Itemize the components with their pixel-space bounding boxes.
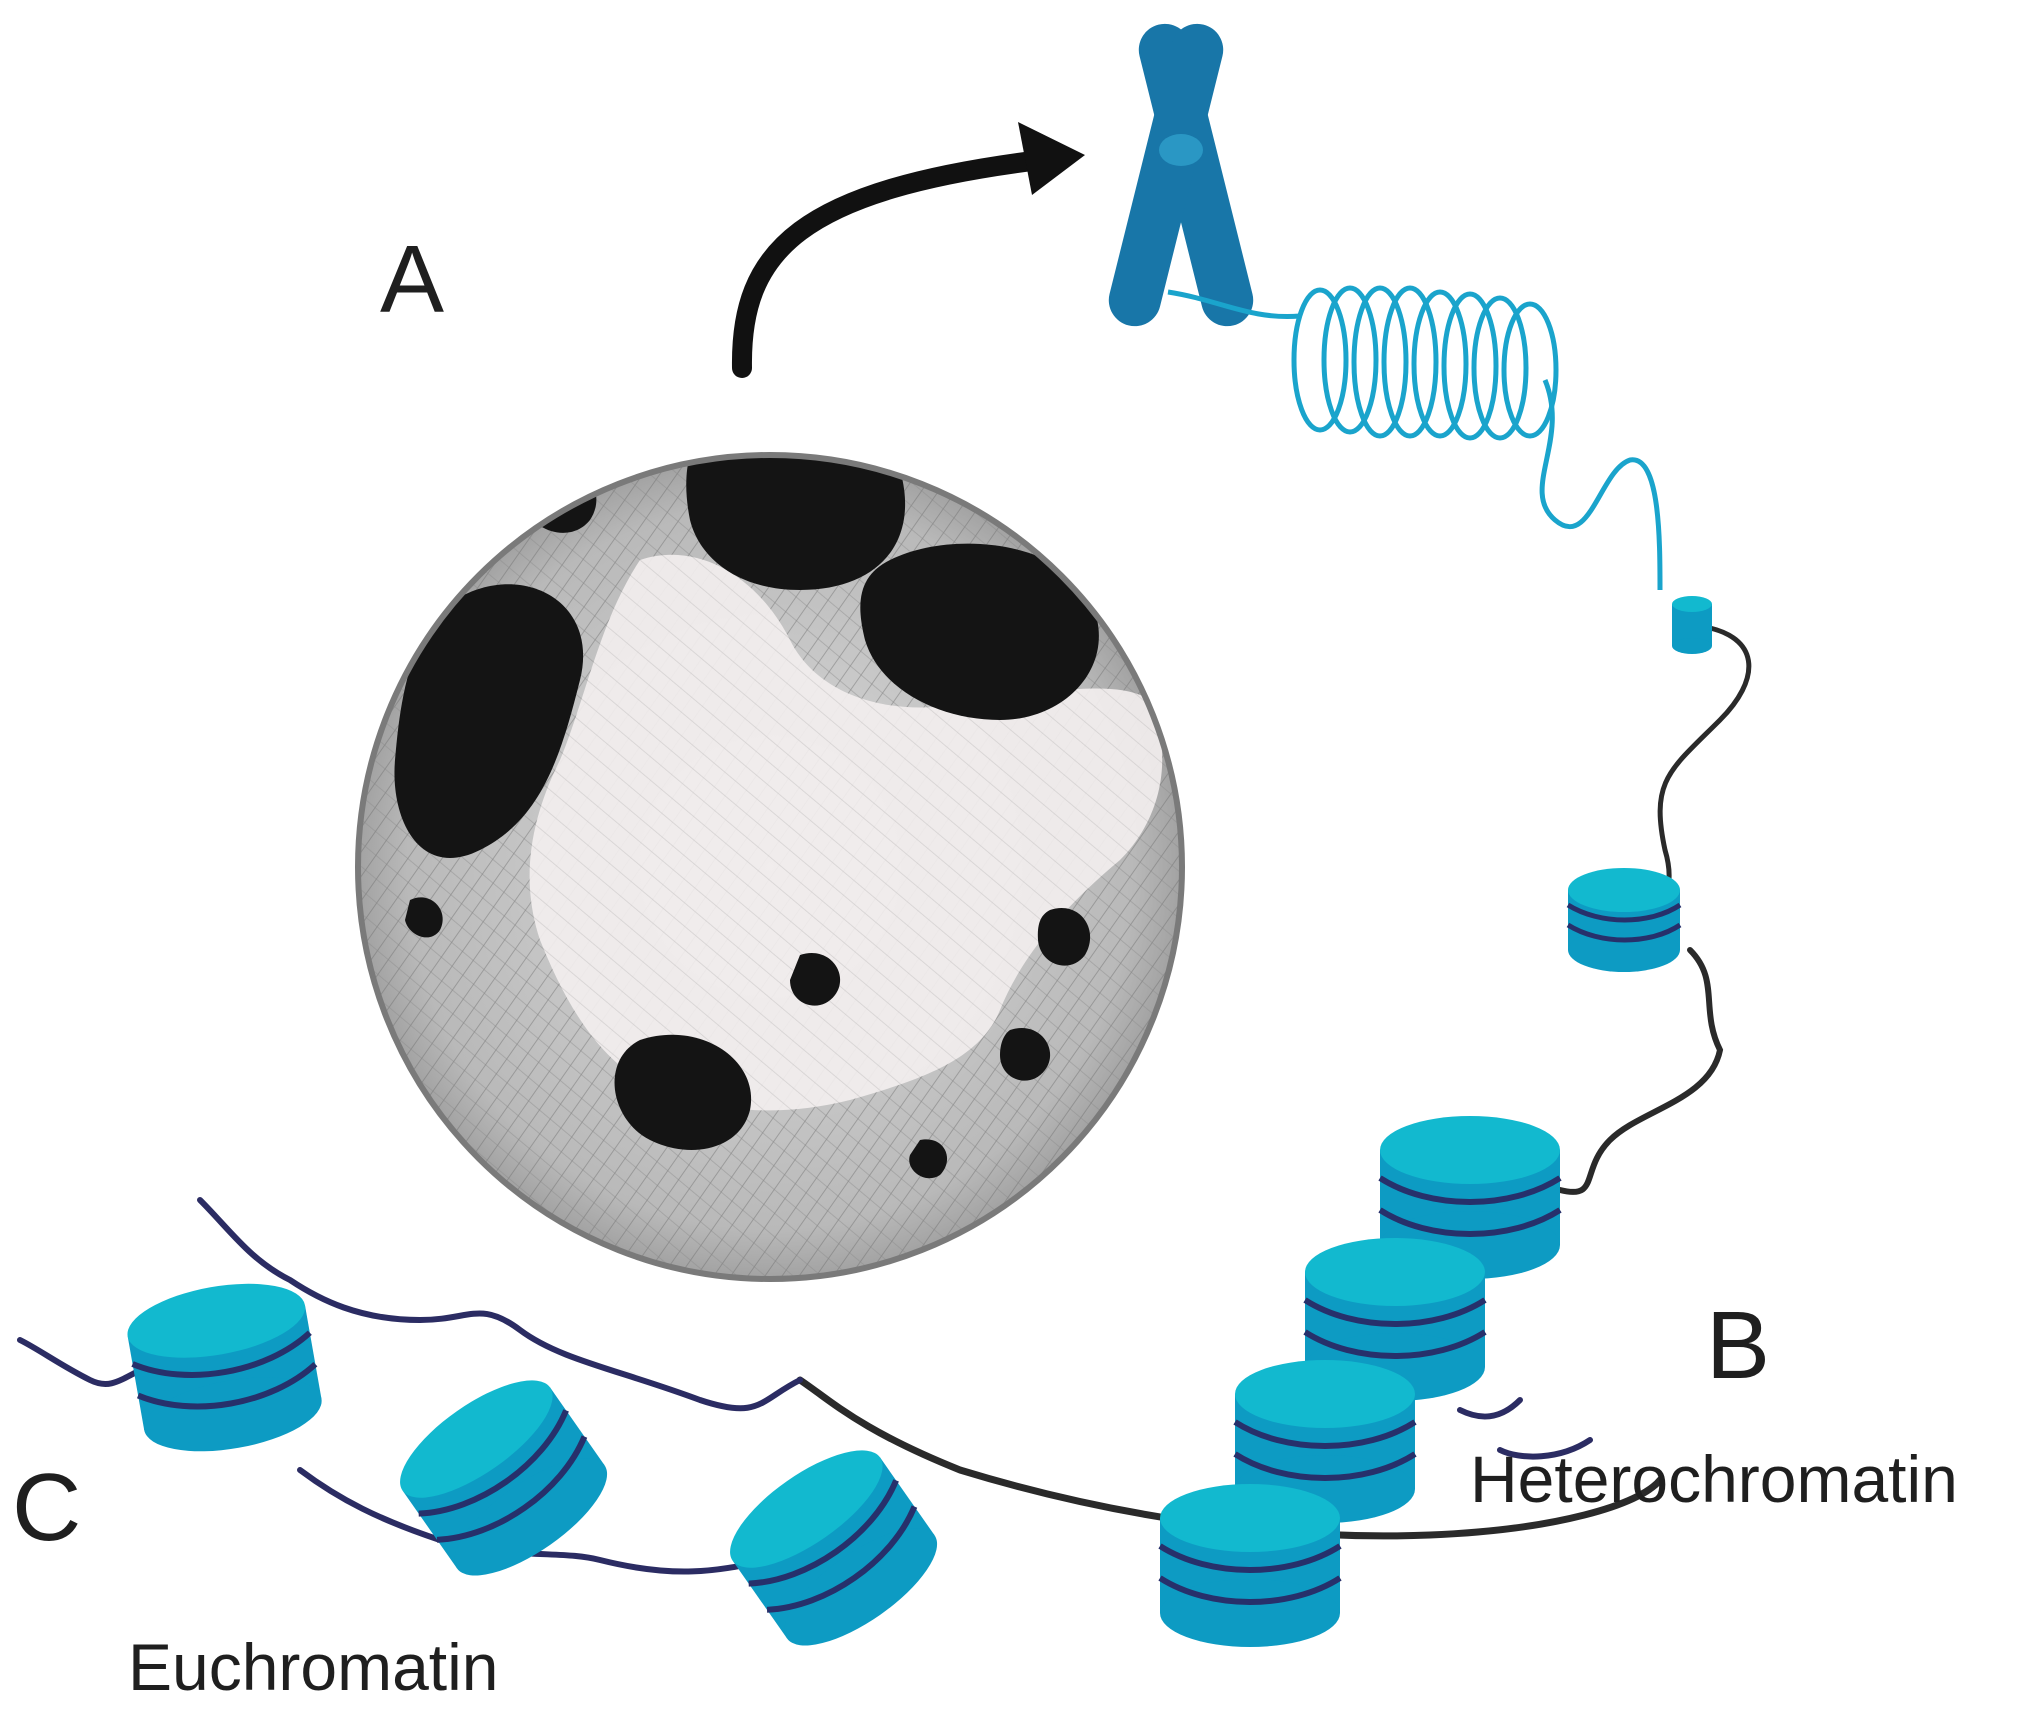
chromosome-icon [1108, 23, 1254, 327]
nucleosome-euchromatin-3 [730, 1450, 938, 1646]
chromatin-fiber [1167, 285, 1663, 591]
nucleosome-tiny [1672, 596, 1712, 654]
euchromatin-nucleosomes [127, 1283, 938, 1646]
label-c: C [12, 1454, 81, 1561]
nucleosome-stack-3 [1233, 1360, 1417, 1523]
nucleus-icon [355, 452, 1185, 1282]
nucleosome-stack-1 [1378, 1116, 1562, 1279]
nucleosome-stack-4 [1158, 1484, 1342, 1647]
heterochromatin-stack [1158, 1116, 1562, 1647]
label-euchromatin: Euchromatin [128, 1630, 499, 1704]
label-b: B [1706, 1292, 1770, 1399]
nucleosome-euchromatin-2 [400, 1380, 608, 1576]
curved-arrow-icon [731, 122, 1085, 378]
nucleosome-small [1566, 868, 1682, 972]
label-a: A [380, 226, 444, 333]
nucleosome-euchromatin-1 [127, 1283, 322, 1452]
label-heterochromatin: Heterochromatin [1470, 1442, 1958, 1516]
